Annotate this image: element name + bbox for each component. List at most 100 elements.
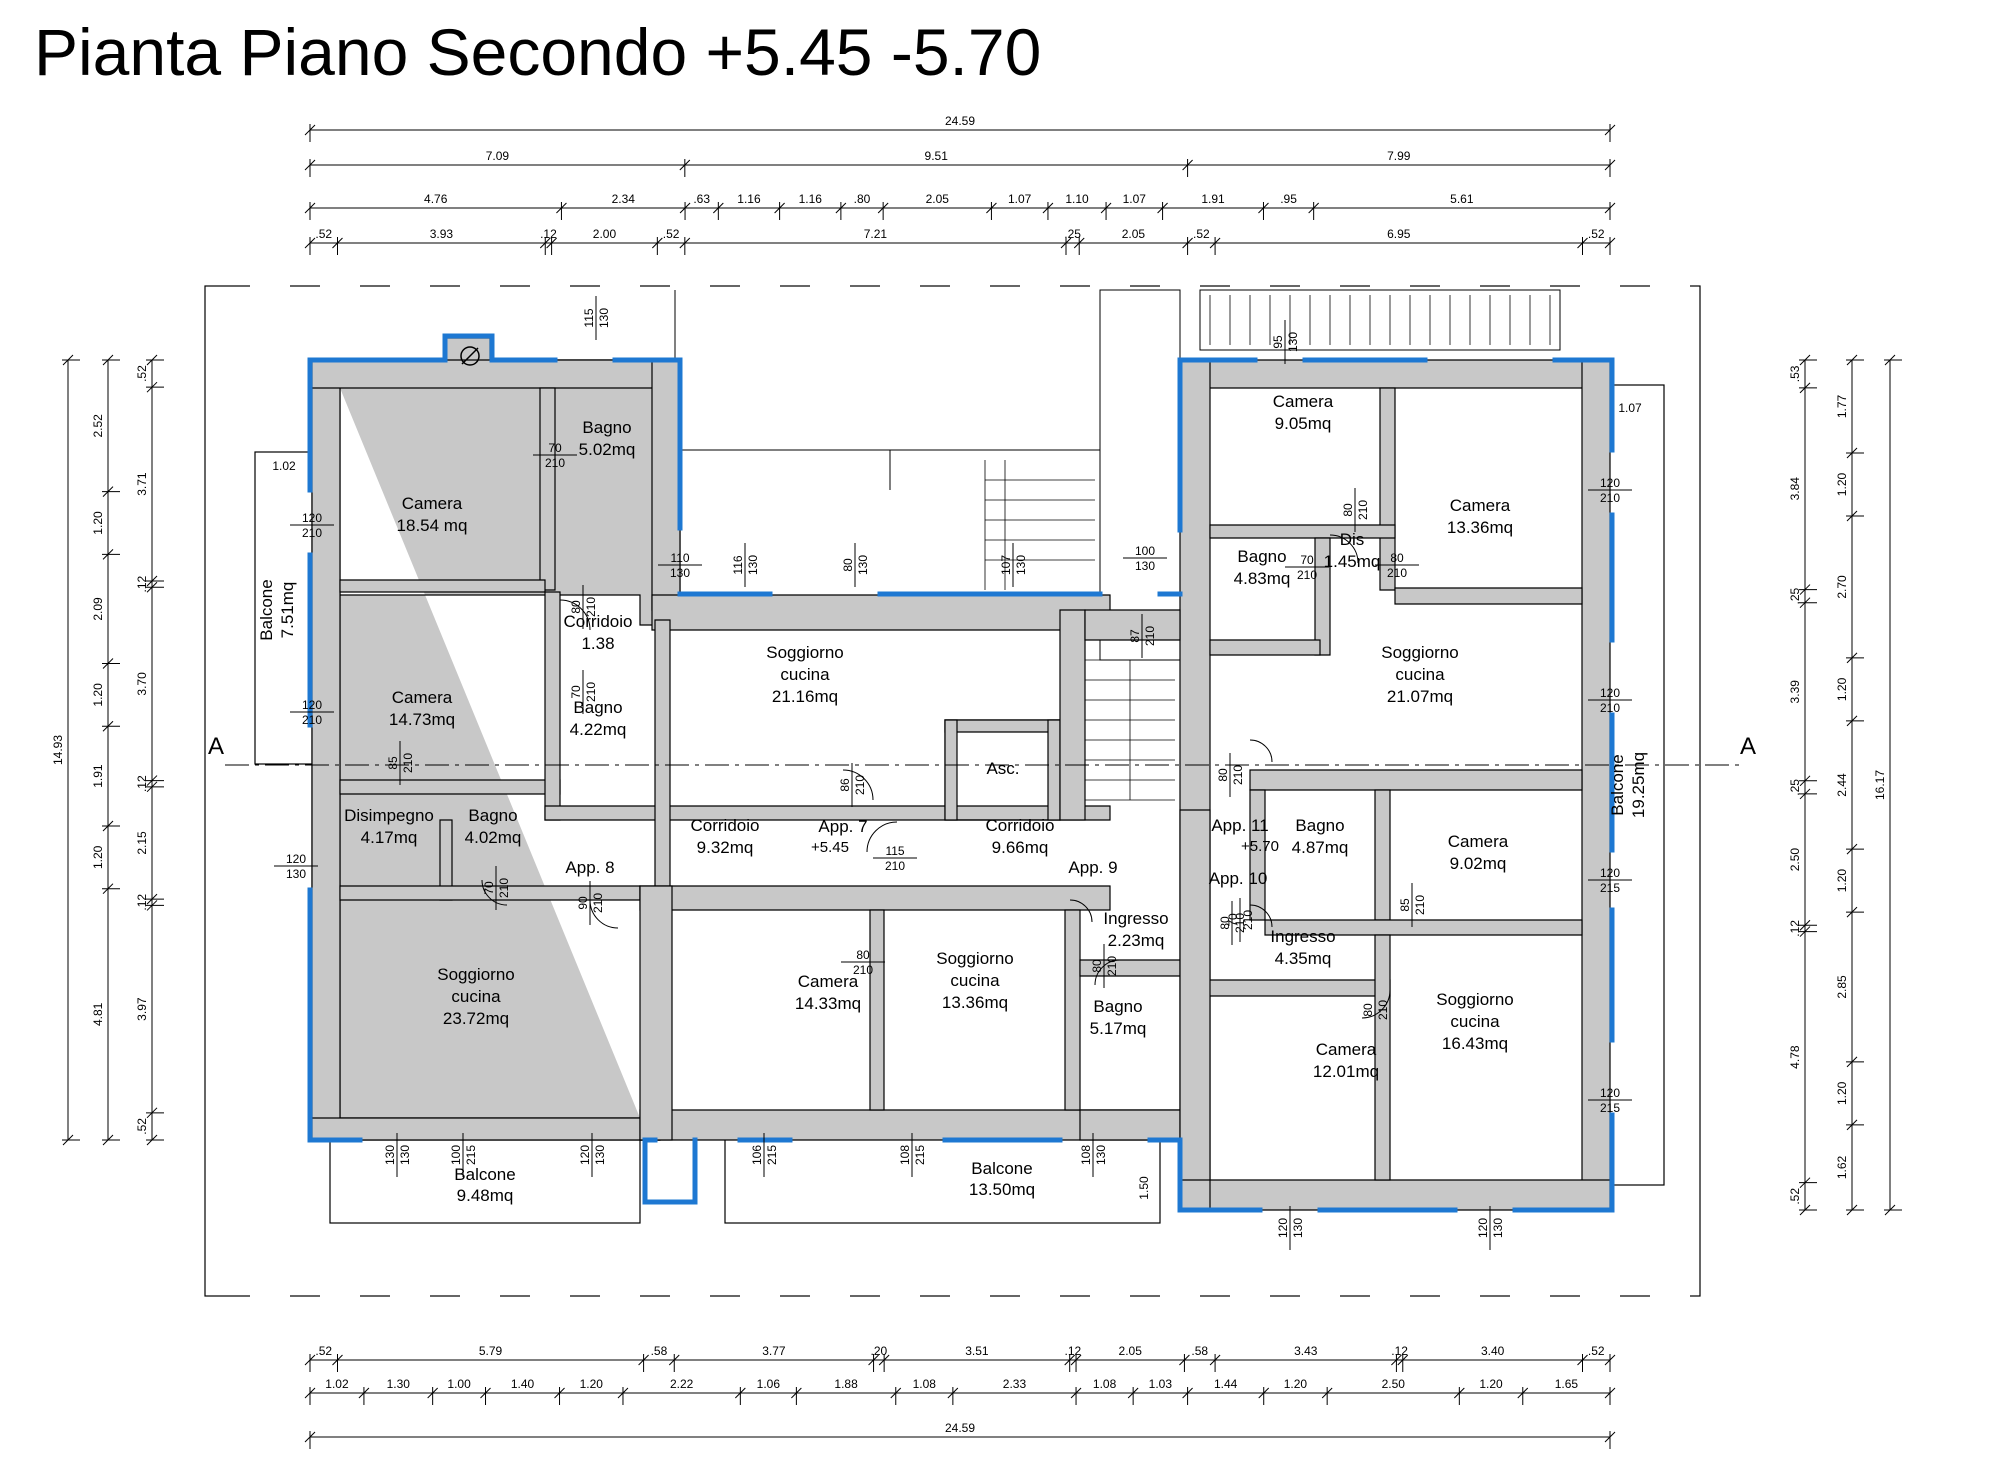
opening-width: 90 — [576, 896, 590, 910]
dim-label: 2.44 — [1835, 773, 1849, 797]
opening-height: 210 — [1297, 568, 1317, 582]
dim-label: .58 — [651, 1344, 668, 1358]
opening-height: 215 — [1600, 881, 1620, 895]
balcony-area: 7.51mq — [278, 582, 297, 639]
dim-label: .52 — [1788, 1188, 1802, 1205]
dim-label: .25 — [1064, 227, 1081, 241]
dim-label: 1.16 — [737, 192, 761, 206]
opening-height: 210 — [1231, 765, 1245, 785]
opening-height: 210 — [1233, 913, 1247, 933]
room-camera-1433-name: Camera — [798, 972, 859, 991]
opening-width: 116 — [731, 555, 745, 574]
dim-label: 1.20 — [1835, 677, 1849, 701]
opening-height: 210 — [1143, 626, 1157, 646]
room-soggiorno-2372-area: 23.72mq — [443, 1009, 509, 1028]
dim-label: .52 — [315, 1344, 332, 1358]
opening-height: 130 — [286, 867, 306, 881]
opening-width: 85 — [1398, 898, 1412, 912]
misc-labels: Asc. App. 7 +5.45 App. 8 App. 9 App. 10 … — [208, 733, 1756, 888]
room-soggiorno-2107-name: Soggiorno — [1381, 643, 1459, 662]
balcony-depth: 1.50 — [1137, 1176, 1151, 1200]
dim-label: .52 — [315, 227, 332, 241]
opening-height: 210 — [302, 713, 322, 727]
balcony-name: Balcone — [454, 1165, 515, 1184]
room-bagno-402-name: Bagno — [468, 806, 517, 825]
opening-width: 70 — [1226, 913, 1240, 927]
balcony-name: Balcone — [971, 1159, 1032, 1178]
opening-width: 120 — [1600, 476, 1620, 490]
opening-width: 80 — [856, 948, 870, 962]
room-bagno-402-area: 4.02mq — [465, 828, 522, 847]
room-bagno-502-name: Bagno — [582, 418, 631, 437]
dim-label: 1.62 — [1835, 1155, 1849, 1179]
room-corridoio-966-name: Corridoio — [986, 816, 1055, 835]
dim-label: 7.99 — [1387, 149, 1411, 163]
dim-label: .12 — [135, 894, 149, 911]
opening-width: 120 — [1276, 1218, 1290, 1238]
dim-label: .52 — [1588, 1344, 1605, 1358]
opening-width: 100 — [449, 1145, 463, 1165]
dim-label: 3.40 — [1481, 1344, 1505, 1358]
dim-label: 1.07 — [1123, 192, 1147, 206]
dim-label: 2.70 — [1835, 575, 1849, 599]
opening-width: 70 — [1300, 553, 1314, 567]
balcony-area: 9.48mq — [457, 1186, 514, 1205]
dim-label: 5.61 — [1450, 192, 1474, 206]
dim-label: 1.44 — [1214, 1377, 1238, 1391]
room-soggiorno-2107-name2: cucina — [1395, 665, 1445, 684]
room-bagno-487-name: Bagno — [1295, 816, 1344, 835]
opening-height: 130 — [1491, 1218, 1505, 1238]
outer-envelope — [204, 284, 1701, 1298]
door-swings — [481, 534, 1391, 1019]
opening-height: 130 — [856, 555, 870, 575]
opening-height: 210 — [1387, 566, 1407, 580]
dim-label: 3.84 — [1788, 477, 1802, 501]
opening-width: 86 — [838, 778, 852, 792]
dim-label: 1.20 — [580, 1377, 604, 1391]
dim-label: 2.34 — [612, 192, 636, 206]
app7-level: +5.45 — [811, 839, 849, 856]
dim-label: .12 — [1065, 1344, 1082, 1358]
dim-label: 1.20 — [1284, 1377, 1308, 1391]
opening-height: 210 — [401, 753, 415, 773]
opening-height: 210 — [885, 859, 905, 873]
dim-label: .12 — [135, 575, 149, 592]
dim-label: 1.20 — [1835, 473, 1849, 497]
room-camera-1201-name: Camera — [1316, 1040, 1377, 1059]
opening-width: 120 — [302, 511, 322, 525]
dim-label: 3.70 — [135, 672, 149, 696]
asc-label: Asc. — [986, 759, 1019, 778]
dim-label: 1.20 — [1835, 1081, 1849, 1105]
room-bagno-517-area: 5.17mq — [1090, 1019, 1147, 1038]
dim-label: 1.20 — [91, 683, 105, 707]
opening-width: 80 — [569, 600, 583, 614]
dim-label: 3.71 — [135, 472, 149, 496]
dim-label: .12 — [1788, 920, 1802, 937]
dim-label: .12 — [540, 227, 557, 241]
opening-height: 210 — [1241, 910, 1255, 930]
dim-label: 1.16 — [799, 192, 823, 206]
opening-height: 215 — [765, 1145, 779, 1165]
room-bagno-483-name: Bagno — [1237, 547, 1286, 566]
opening-width: 100 — [1135, 544, 1155, 558]
dim-label: 2.85 — [1835, 975, 1849, 999]
opening-width: 120 — [578, 1145, 592, 1165]
dim-label: 2.15 — [135, 831, 149, 855]
dim-label: 1.02 — [325, 1377, 349, 1391]
dim-label: .80 — [854, 192, 871, 206]
opening-width: 80 — [1361, 1003, 1375, 1017]
